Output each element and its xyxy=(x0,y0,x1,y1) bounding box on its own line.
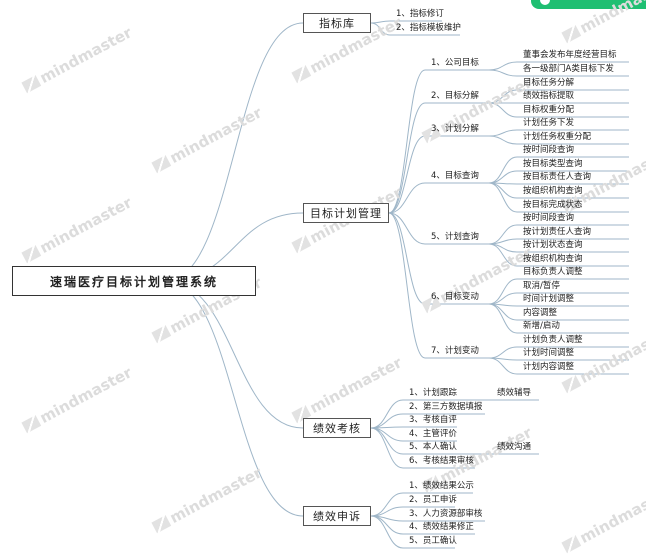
link-b1-3-1 xyxy=(488,170,518,184)
link-b1-5 xyxy=(388,212,426,305)
link-b1-5-4 xyxy=(488,303,518,334)
node-b3-1[interactable]: 2、员工申诉 xyxy=(409,495,457,505)
link-b1-4 xyxy=(388,212,426,245)
node-b1-6-0[interactable]: 计划负责人调整 xyxy=(523,335,583,345)
node-b1-6[interactable]: 7、计划变动 xyxy=(431,346,479,356)
node-b1-4-1[interactable]: 按计划责任人查询 xyxy=(523,227,592,237)
node-b1-5-1[interactable]: 取消/暂停 xyxy=(523,281,560,291)
node-b1-3-4[interactable]: 按目标完成状态 xyxy=(523,200,583,210)
node-b2-1[interactable]: 2、第三方数据填报 xyxy=(409,402,483,412)
node-b3-2[interactable]: 3、人力资源部审核 xyxy=(409,509,483,519)
node-b1-0[interactable]: 1、公司目标 xyxy=(431,58,479,68)
link-b1-6 xyxy=(388,212,426,359)
node-b1-4[interactable]: 5、计划查询 xyxy=(431,232,479,242)
branch-performance-review[interactable]: 绩效考核 xyxy=(303,418,371,438)
node-b1-4-3[interactable]: 按组织机构查询 xyxy=(523,254,583,264)
link-b3-4 xyxy=(370,515,404,549)
link-b1-5-0 xyxy=(488,278,518,305)
link-b2-5 xyxy=(370,427,404,469)
link-b1-3-0 xyxy=(488,156,518,184)
node-b2-0[interactable]: 1、计划跟踪 xyxy=(409,388,457,398)
link-b0-1 xyxy=(370,22,391,36)
link-b1-4-3 xyxy=(488,243,518,267)
link-b1-1-2 xyxy=(488,102,518,118)
node-b1-0-1[interactable]: 各一级部门A类目标下发 xyxy=(523,64,614,74)
node-b1-4-2[interactable]: 按计划状态查询 xyxy=(523,240,583,250)
branch-performance-appeal[interactable]: 绩效申诉 xyxy=(303,506,371,526)
node-b3-3[interactable]: 4、绩效结果修正 xyxy=(409,522,474,532)
link-b1-0-0 xyxy=(488,61,518,71)
node-b2-5[interactable]: 6、考核结果审核 xyxy=(409,456,474,466)
node-b1-5-3[interactable]: 内容调整 xyxy=(523,308,558,318)
node-b1-5-2[interactable]: 时间计划调整 xyxy=(523,294,575,304)
link-b1-1 xyxy=(388,102,426,214)
node-b2-2[interactable]: 3、考核自评 xyxy=(409,415,457,425)
link-b1-3-4 xyxy=(488,182,518,213)
node-b1-1-0[interactable]: 目标任务分解 xyxy=(523,78,575,88)
link-b1-3 xyxy=(388,182,426,214)
node-b3-4[interactable]: 5、员工确认 xyxy=(409,536,457,546)
node-b2-4[interactable]: 5、本人确认 xyxy=(409,442,457,452)
link-b1-3-3 xyxy=(488,182,518,199)
link-b3-0 xyxy=(370,492,404,517)
node-b3-0[interactable]: 1、绩效结果公示 xyxy=(409,481,474,491)
node-b1-6-1[interactable]: 计划时间调整 xyxy=(523,348,575,358)
brand-badge xyxy=(531,0,646,9)
link-b3-1 xyxy=(370,506,404,517)
node-b1-6-2[interactable]: 计划内容调整 xyxy=(523,362,575,372)
node-b1-0-0[interactable]: 董事会发布年度经营目标 xyxy=(523,50,617,60)
node-b1-5[interactable]: 6、目标变动 xyxy=(431,292,479,302)
root-node[interactable]: 速瑞医疗目标计划管理系统 xyxy=(12,266,256,296)
node-b1-3-1[interactable]: 按目标类型查询 xyxy=(523,159,583,169)
link-b1-0-1 xyxy=(488,69,518,77)
brand-badge-mark xyxy=(540,0,550,5)
node-b2-3[interactable]: 4、主管评价 xyxy=(409,429,457,439)
node-b2-4-0[interactable]: 绩效沟通 xyxy=(497,442,532,452)
node-b1-3-3[interactable]: 按组织机构查询 xyxy=(523,186,583,196)
node-b1-2[interactable]: 3、计划分解 xyxy=(431,124,479,134)
node-b1-3-2[interactable]: 按目标责任人查询 xyxy=(523,172,592,182)
link-b1-5-1 xyxy=(488,292,518,305)
link-b1-2 xyxy=(388,135,426,214)
node-b1-5-0[interactable]: 目标负责人调整 xyxy=(523,267,583,277)
node-b1-1[interactable]: 2、目标分解 xyxy=(431,91,479,101)
link-b1-2-0 xyxy=(488,129,518,137)
link-b1-6-0 xyxy=(488,346,518,359)
branch-indicator-library[interactable]: 指标库 xyxy=(303,13,371,33)
node-b1-3-0[interactable]: 按时间段查询 xyxy=(523,145,575,155)
link-b2-1 xyxy=(370,413,404,429)
node-b1-1-2[interactable]: 目标权重分配 xyxy=(523,105,575,115)
node-b1-1-1[interactable]: 绩效指标提取 xyxy=(523,91,575,101)
node-b0-0[interactable]: 1、指标修订 xyxy=(396,9,444,19)
link-b2-0 xyxy=(370,399,404,429)
link-b1-6-2 xyxy=(488,357,518,375)
link-b1-0 xyxy=(388,69,426,214)
link-b1-2-1 xyxy=(488,135,518,145)
node-b1-5-4[interactable]: 新增/启动 xyxy=(523,321,560,331)
node-b2-0-0[interactable]: 绩效辅导 xyxy=(497,388,532,398)
node-b1-2-0[interactable]: 计划任务下发 xyxy=(523,118,575,128)
node-b0-1[interactable]: 2、指标模板维护 xyxy=(396,23,461,33)
branch-goal-plan-management[interactable]: 目标计划管理 xyxy=(303,203,389,223)
node-b1-3[interactable]: 4、目标查询 xyxy=(431,171,479,181)
node-b1-4-0[interactable]: 按时间段查询 xyxy=(523,213,575,223)
node-b1-2-1[interactable]: 计划任务权重分配 xyxy=(523,132,592,142)
